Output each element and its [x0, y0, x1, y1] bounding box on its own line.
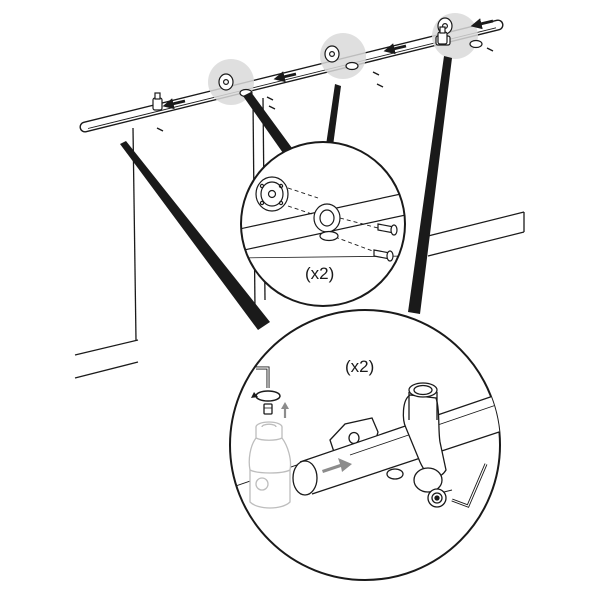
- arrow-icon: [470, 18, 494, 30]
- lower-callout: (x2): [229, 309, 501, 581]
- screw: [376, 83, 384, 88]
- screw: [268, 105, 276, 110]
- end-stops: [152, 26, 448, 111]
- screw: [372, 71, 380, 76]
- left-door-panel: [74, 127, 139, 379]
- callout-pointers: [120, 56, 452, 330]
- callout-pointer-lower-right: [408, 56, 452, 314]
- wall-mount-disc: [255, 176, 289, 212]
- rail-tube: [292, 391, 500, 496]
- callout-pointer-lower-left: [120, 141, 270, 330]
- bolt: [373, 249, 394, 262]
- screws: [156, 47, 494, 132]
- rail-bracket: [313, 203, 341, 242]
- arrow-icon: [273, 71, 297, 83]
- screw: [266, 96, 274, 101]
- rail-clamp: [386, 382, 447, 493]
- wall-bracket-1: [218, 73, 253, 98]
- rotate-icon: [251, 390, 281, 402]
- lower-quantity-label: (x2): [345, 357, 374, 376]
- up-arrow-icon: [281, 402, 289, 418]
- callout-pointer-upper-left: [243, 92, 292, 153]
- bolts: [373, 223, 398, 262]
- direction-arrows: [162, 18, 494, 110]
- arrow-icon: [162, 98, 186, 110]
- upper-callout: (x2): [240, 141, 406, 307]
- insert-arrow-icon: [322, 458, 352, 473]
- screw: [486, 47, 494, 52]
- end-stop-left: [152, 92, 163, 111]
- callout-pointer-upper-mid: [326, 84, 341, 146]
- spare-connector-faded: [248, 421, 292, 509]
- set-screw: [427, 488, 453, 508]
- wall-bracket-2: [324, 45, 359, 71]
- screw: [156, 127, 164, 132]
- bolt: [377, 223, 398, 236]
- arrow-icon: [383, 43, 407, 55]
- hex-key-turn-icon: [256, 366, 273, 415]
- end-stop-right: [437, 26, 448, 45]
- upper-quantity-label: (x2): [305, 264, 334, 283]
- allen-key-icon: [451, 463, 488, 508]
